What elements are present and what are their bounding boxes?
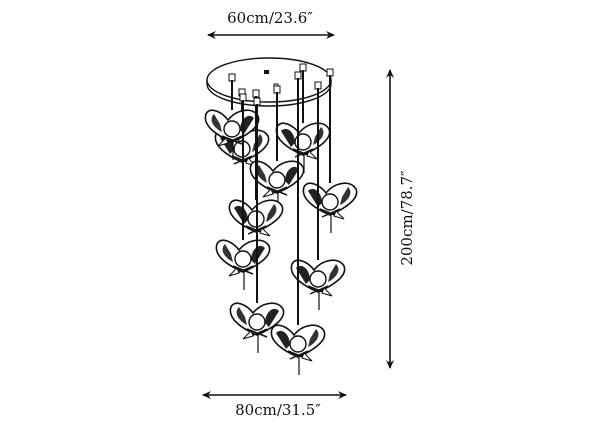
pendant-lights [204, 63, 358, 375]
top-width-label: 60cm/23.6″ [227, 9, 313, 27]
pendant-light [270, 71, 326, 375]
pendant-light [290, 81, 346, 310]
pendant-light [275, 63, 331, 173]
pendant-light [204, 73, 260, 160]
pendant-light [229, 97, 285, 353]
canopy [206, 57, 332, 107]
bottom-width-label: 80cm/31.5″ [235, 401, 321, 419]
pendant-light [249, 85, 305, 211]
height-label: 200cm/78.7″ [398, 170, 416, 266]
